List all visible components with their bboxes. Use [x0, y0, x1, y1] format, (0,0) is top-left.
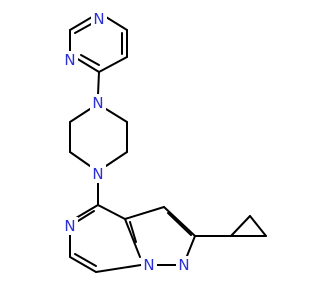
molecule-structure: N N N N N N N [62, 10, 267, 274]
bond-pyrimidine [98, 56, 128, 73]
bond-core [95, 264, 142, 273]
bond-pyrimidine-inner [80, 54, 100, 66]
atom-n-pyrazine-label: N [64, 217, 75, 235]
atom-n-bridgehead: N [141, 256, 157, 274]
atom-n-pyrazole: N [176, 256, 192, 274]
bond-pyrimidine [105, 16, 128, 31]
atom-n-piperazine-top-label: N [92, 94, 103, 112]
atom-label-layer: N N N N N N N [62, 10, 192, 274]
bond-pyrazole [124, 206, 165, 220]
bond-core [124, 218, 141, 258]
bond-pyrimidine [69, 16, 93, 31]
bond-core [69, 256, 97, 273]
bond-piperazine [105, 151, 128, 167]
bond-pyrazole-inner [167, 212, 192, 236]
bond-piperazine [69, 151, 91, 167]
atom-n-piperazine-bottom-label: N [92, 165, 103, 183]
bond-pyrimidine-inner [74, 22, 94, 34]
bond-pyrazole [186, 235, 196, 257]
bond-cyclopropyl [230, 215, 251, 237]
bond-core-inner [77, 210, 95, 222]
atom-n-pyrimidine-left-label: N [64, 51, 75, 69]
bond-layer [69, 16, 267, 273]
bond-piperazine [69, 108, 91, 123]
bond-core [97, 204, 126, 220]
atom-n-piperazine-bottom: N [90, 165, 106, 183]
atom-n-pyrazine: N [62, 217, 78, 235]
bond-core-inner [129, 221, 137, 243]
bond-piperazine [105, 108, 128, 123]
atom-n-piperazine-top: N [90, 94, 106, 112]
bond-pyrimidine [75, 57, 100, 73]
atom-n-pyrimidine-top-label: N [93, 10, 104, 28]
bond-cyclopropyl [249, 215, 267, 237]
atom-n-pyrimidine-left: N [62, 51, 78, 69]
bond-core [75, 204, 99, 219]
bond-core-inner [74, 253, 97, 267]
bond-pyrazole [163, 206, 196, 237]
atom-n-bridgehead-label: N [143, 256, 154, 274]
atom-n-pyrazole-label: N [178, 256, 189, 274]
bond-linker-top [97, 71, 100, 96]
atom-n-pyrimidine-top: N [91, 10, 107, 28]
